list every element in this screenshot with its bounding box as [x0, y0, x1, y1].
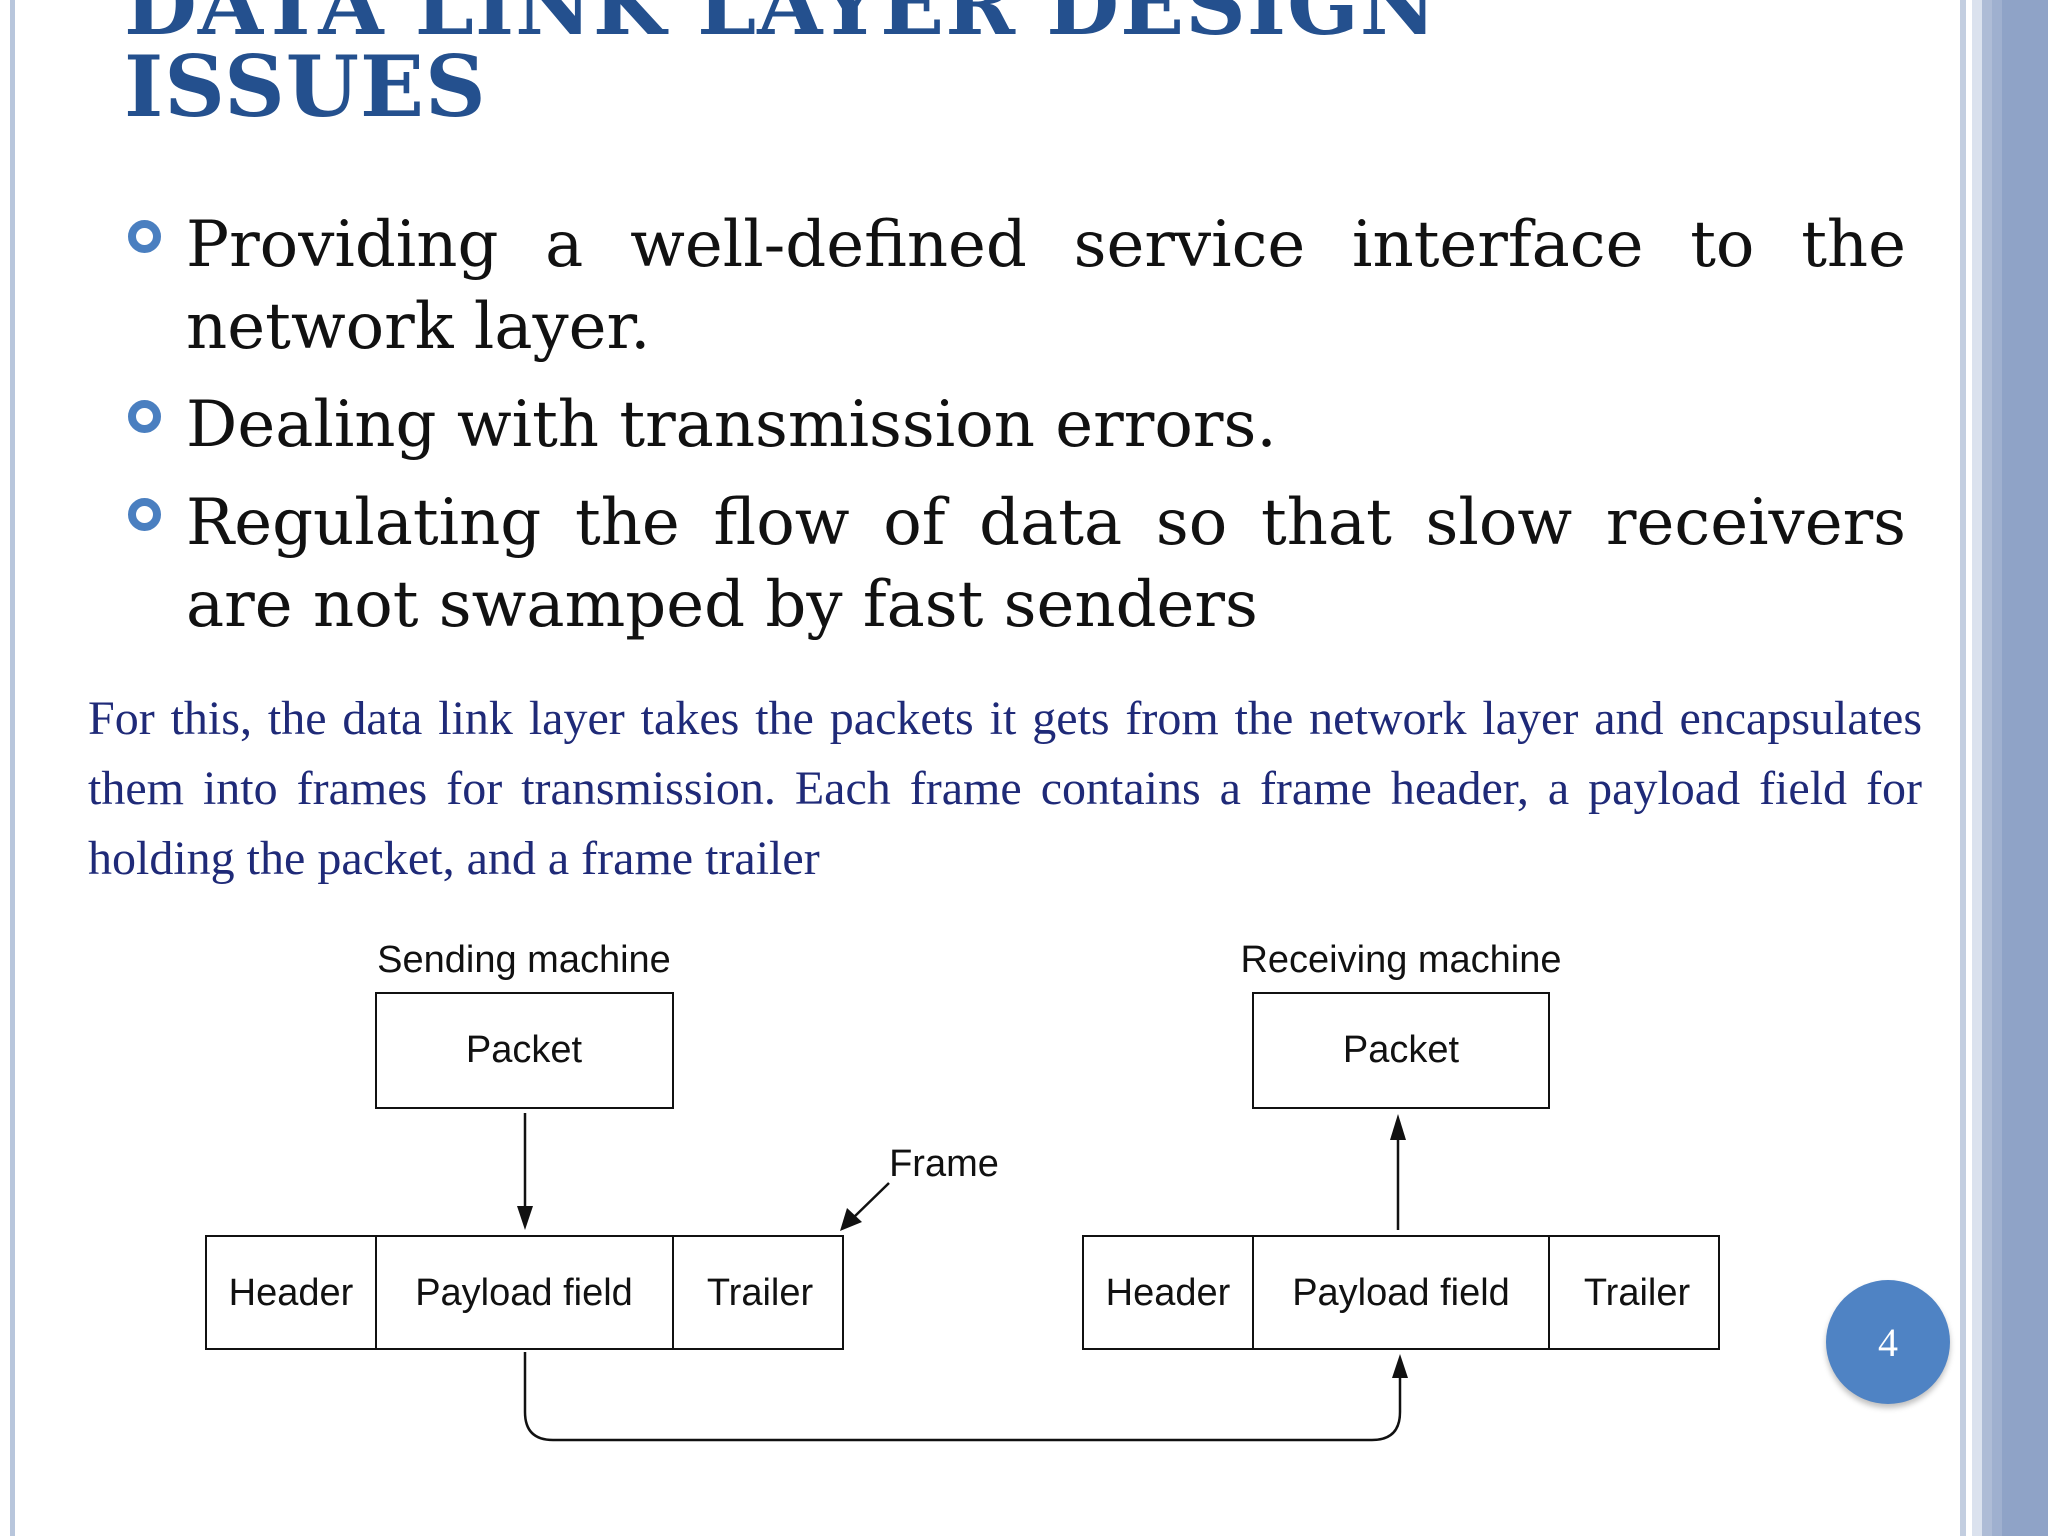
- transmission-path: [523, 1352, 1408, 1442]
- receiving-machine: Receiving machine Packet Header Payload …: [1082, 939, 1720, 1350]
- bullet-text: Dealing with transmission errors.: [186, 388, 1277, 462]
- bullet-circle-icon: [128, 498, 161, 531]
- right-border-decoration-inner: [1972, 0, 1982, 1536]
- right-border-decoration: [1960, 0, 1966, 1536]
- bullet-circle-icon: [128, 400, 161, 433]
- frame-label: Frame: [889, 1143, 999, 1185]
- description-paragraph: For this, the data link layer takes the …: [88, 692, 1922, 885]
- down-arrow-icon: [517, 1113, 533, 1230]
- path-arrow-icon: [1392, 1354, 1408, 1378]
- page-number: 4: [1878, 1319, 1898, 1365]
- sender-payload-label: Payload field: [415, 1272, 633, 1314]
- sending-machine-label: Sending machine: [377, 939, 671, 981]
- left-border-decoration: [10, 0, 15, 1536]
- slide-title: DATA LINK LAYER DESIGN ISSUES: [124, 0, 1438, 136]
- bullet-item: Providing a well-defined service interfa…: [124, 204, 1906, 368]
- receiver-trailer-label: Trailer: [1584, 1272, 1691, 1314]
- bullet-text: Providing a well-defined service interfa…: [186, 208, 1906, 364]
- sender-trailer-label: Trailer: [707, 1272, 814, 1314]
- bullet-item: Dealing with transmission errors.: [124, 384, 1906, 466]
- bullet-item: Regulating the flow of data so that slow…: [124, 482, 1906, 646]
- up-arrow-icon: [1390, 1114, 1406, 1230]
- bullet-list: Providing a well-defined service interfa…: [124, 204, 1906, 662]
- slide-title-line-1: DATA LINK LAYER DESIGN: [124, 0, 1438, 54]
- page-number-badge: 4: [1826, 1280, 1950, 1404]
- receiving-machine-label: Receiving machine: [1240, 939, 1561, 981]
- sending-machine: Sending machine Packet Header Payload fi…: [205, 939, 844, 1350]
- bullet-text: Regulating the flow of data so that slow…: [186, 486, 1906, 642]
- slide-title-line-2: ISSUES: [124, 37, 487, 136]
- sender-frame-box: [205, 1235, 844, 1350]
- frame-pointer-arrow-icon: [840, 1208, 862, 1231]
- receiver-payload-label: Payload field: [1292, 1272, 1510, 1314]
- sender-header-label: Header: [229, 1272, 354, 1314]
- frame-callout: Frame: [840, 1143, 999, 1231]
- receiver-header-label: Header: [1106, 1272, 1231, 1314]
- receiver-packet-label: Packet: [1343, 1029, 1460, 1071]
- receiver-frame-box: [1082, 1235, 1720, 1350]
- receiver-packet-box: [1252, 992, 1550, 1109]
- sender-packet-label: Packet: [466, 1029, 583, 1071]
- sender-packet-box: [375, 992, 674, 1109]
- bullet-circle-icon: [128, 220, 161, 253]
- right-border-decoration-outer: [1982, 0, 2048, 1536]
